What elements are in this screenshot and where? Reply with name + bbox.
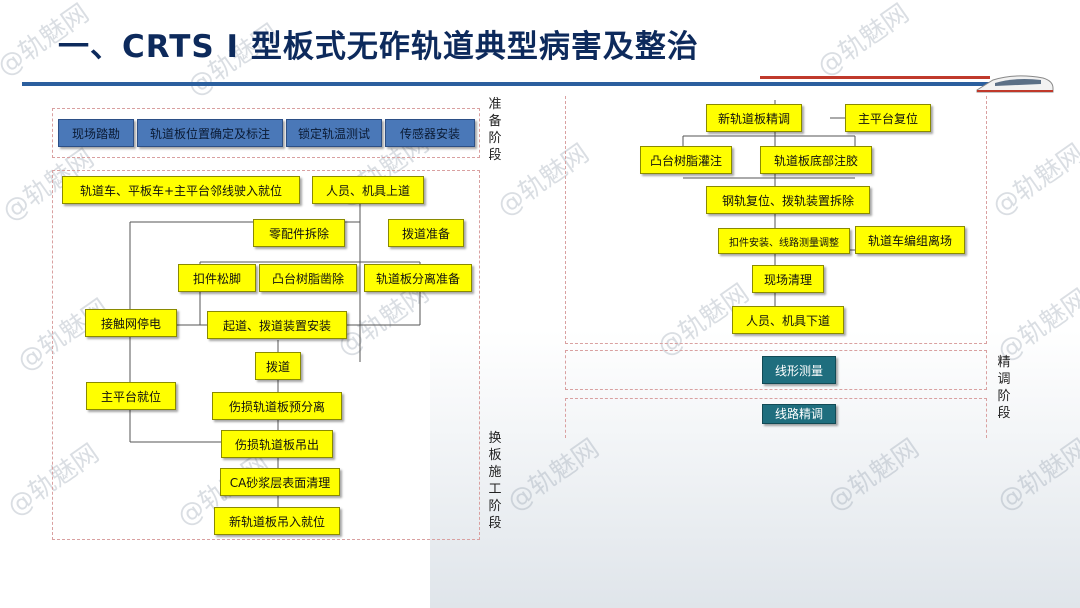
node-slab-separation-prep: 轨道板分离准备 (364, 264, 472, 292)
node-resin-pour: 凸台树脂灌注 (640, 146, 732, 174)
node-crew-off-track: 人员、机具下道 (732, 306, 844, 334)
node-platform-position: 主平台就位 (86, 382, 176, 410)
node-rail-reset: 钢轨复位、拨轨装置拆除 (706, 186, 870, 214)
node-catenary-off: 接触网停电 (85, 309, 177, 337)
node-fastener-install: 扣件安装、线路测量调整 (718, 228, 850, 254)
node-slew: 拨道 (255, 352, 301, 380)
node-remove-fittings: 零配件拆除 (253, 219, 345, 247)
node-lift-out: 伤损轨道板吊出 (221, 430, 333, 458)
prep-node-site-survey: 现场踏勘 (58, 119, 134, 147)
node-pre-separate: 伤损轨道板预分离 (212, 392, 342, 420)
prep-node-sensor-install: 传感器安装 (385, 119, 475, 147)
node-new-slab-in: 新轨道板吊入就位 (214, 507, 340, 535)
node-site-cleanup: 现场清理 (752, 265, 824, 293)
node-lift-slew-install: 起道、拨道装置安装 (207, 311, 347, 339)
node-ca-mortar-clean: CA砂浆层表面清理 (220, 468, 340, 496)
prep-node-rail-temp: 锁定轨温测试 (286, 119, 382, 147)
node-crew-on-track: 人员、机具上道 (312, 176, 424, 204)
node-vehicles-enter: 轨道车、平板车+主平台邻线驶入就位 (62, 176, 300, 204)
node-platform-reset: 主平台复位 (845, 104, 931, 132)
node-loosen-fasteners: 扣件松脚 (178, 264, 256, 292)
node-line-fine-adjust: 线路精调 (762, 404, 836, 424)
node-slew-prep: 拨道准备 (388, 219, 464, 247)
prep-node-slab-position: 轨道板位置确定及标注 (137, 119, 283, 147)
node-alignment-survey: 线形测量 (762, 356, 836, 384)
node-vehicles-depart: 轨道车编组离场 (855, 226, 965, 254)
node-new-slab-fine-adjust: 新轨道板精调 (706, 104, 802, 132)
node-bottom-grout: 轨道板底部注胶 (760, 146, 872, 174)
node-chisel-resin: 凸台树脂凿除 (259, 264, 357, 292)
